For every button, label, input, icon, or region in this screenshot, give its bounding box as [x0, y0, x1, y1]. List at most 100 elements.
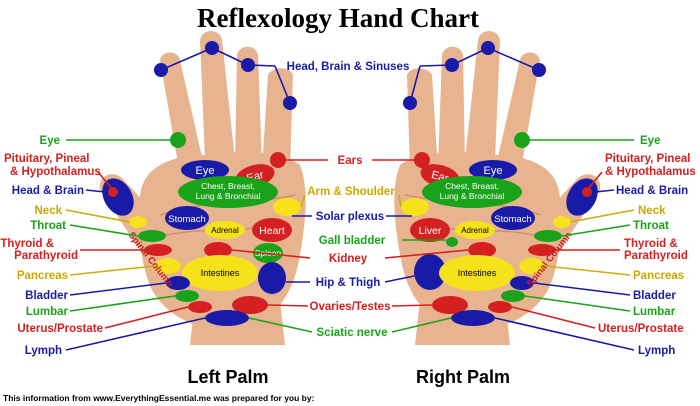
right-label-lumbar: Lumbar — [633, 306, 676, 318]
left-label-pituitary: Pituitary, Pineal — [4, 153, 89, 165]
left-uterus-zone — [188, 301, 212, 313]
right-chest-label-2: Lung & Bronchial — [440, 191, 505, 201]
left-label-lymph: Lymph — [25, 345, 62, 357]
label-sciatic-nerve: Sciatic nerve — [317, 327, 388, 339]
left-arm-shoulder-zone — [273, 198, 301, 216]
left-label-pancreas: Pancreas — [17, 270, 68, 282]
left-eye-zone-label: Eye — [196, 165, 215, 177]
right-stomach-zone — [491, 206, 535, 230]
left-sciatic-zone — [205, 310, 249, 326]
right-label-head-brain: Head & Brain — [616, 185, 688, 197]
right-adrenal-zone-label: Adrenal — [461, 226, 489, 235]
label-solar-plexus: Solar plexus — [316, 211, 384, 223]
right-label-parathyroid: Parathyroid — [624, 250, 688, 262]
left-chest-label-1: Chest, Breast, — [201, 181, 255, 191]
right-hip-zone — [414, 254, 446, 290]
left-label-hypothalamus: & Hypothalamus — [10, 166, 101, 178]
right-eye-zone-label: Eye — [484, 165, 503, 177]
left-thumb-pituitary — [108, 187, 118, 197]
left-adrenal-zone-label: Adrenal — [211, 226, 239, 235]
right-label-thyroid: Thyroid & — [624, 238, 678, 250]
left-adrenal-zone — [205, 221, 245, 239]
right-kidney-zone — [468, 242, 496, 258]
left-label-neck: Neck — [35, 205, 63, 217]
label-arm-shoulder: Arm & Shoulder — [307, 186, 395, 198]
left-label-thyroid: Thyroid & — [0, 238, 54, 250]
right-adrenal-zone — [455, 221, 495, 239]
right-eye-zone — [469, 160, 517, 180]
left-stomach-zone-label: Stomach — [168, 214, 206, 225]
leader-lines — [65, 47, 635, 351]
right-stomach-zone-label: Stomach — [494, 214, 532, 225]
left-neck-zone — [129, 216, 147, 228]
chart-title: Reflexology Hand Chart — [197, 3, 479, 33]
left-label-lumbar: Lumbar — [26, 306, 69, 318]
right-sciatic-zone — [451, 310, 495, 326]
right-label-hypothalamus: & Hypothalamus — [605, 166, 696, 178]
right-liver-zone-label: Liver — [419, 225, 442, 237]
right-eye-dot — [514, 132, 530, 148]
left-label-uterus-prostate: Uterus/Prostate — [17, 323, 103, 335]
right-label-bladder: Bladder — [633, 290, 676, 302]
right-gall-bladder-zone — [446, 237, 458, 247]
left-ovaries-zone — [232, 296, 268, 314]
right-label-uterus-prostate: Uterus/Prostate — [598, 323, 684, 335]
right-label-eye: Eye — [640, 135, 660, 147]
left-side-labels: Eye Pituitary, Pineal & Hypothalamus Hea… — [0, 135, 103, 357]
left-palm-caption: Left Palm — [187, 367, 268, 387]
footer-text: This information from www.EverythingEsse… — [3, 393, 315, 403]
label-gall-bladder: Gall bladder — [319, 235, 386, 247]
right-label-neck: Neck — [638, 205, 666, 217]
label-hip-thigh: Hip & Thigh — [316, 277, 381, 289]
right-liver-zone — [410, 218, 450, 242]
label-ears: Ears — [338, 155, 363, 167]
right-neck-zone — [553, 216, 571, 228]
right-chest-zone — [422, 176, 522, 208]
left-label-eye: Eye — [40, 135, 60, 147]
left-kidney-zone — [204, 242, 232, 258]
right-bladder-zone — [510, 276, 534, 290]
label-head-brain-sinuses: Head, Brain & Sinuses — [287, 61, 410, 73]
left-lumbar-zone — [175, 290, 199, 302]
right-thumb-pituitary — [582, 187, 592, 197]
left-stomach-zone — [165, 206, 209, 230]
left-label-head-brain: Head & Brain — [12, 185, 84, 197]
left-bladder-zone — [166, 276, 190, 290]
right-palm-caption: Right Palm — [416, 367, 510, 387]
right-label-throat: Throat — [633, 220, 669, 232]
left-hip-zone — [258, 262, 286, 294]
right-intestines-zone — [439, 255, 515, 291]
right-intestines-zone-label: Intestines — [458, 268, 497, 278]
left-heart-zone — [252, 218, 292, 242]
right-arm-shoulder-zone — [401, 198, 429, 216]
left-chest-label-2: Lung & Bronchial — [196, 191, 261, 201]
left-label-parathyroid: Parathyroid — [14, 250, 78, 262]
left-label-bladder: Bladder — [25, 290, 68, 302]
left-hand-zones: Eye Ear Chest, Breast, Lung & Bronchial … — [102, 41, 301, 326]
right-ovaries-zone — [432, 296, 468, 314]
left-heart-zone-label: Heart — [259, 225, 285, 237]
left-intestines-zone — [182, 255, 258, 291]
right-side-labels: Eye Pituitary, Pineal & Hypothalamus Hea… — [598, 135, 696, 357]
left-thyroid-zone — [144, 244, 172, 256]
right-thyroid-zone — [528, 244, 556, 256]
right-label-pancreas: Pancreas — [633, 270, 684, 282]
right-chest-label-1: Chest, Breast, — [445, 181, 499, 191]
left-intestines-zone-label: Intestines — [201, 268, 240, 278]
right-uterus-zone — [488, 301, 512, 313]
left-chest-zone — [178, 176, 278, 208]
right-lumbar-zone — [501, 290, 525, 302]
center-labels: Head, Brain & Sinuses Ears Arm & Shoulde… — [287, 61, 410, 339]
right-pancreas-zone — [519, 258, 545, 274]
left-eye-zone — [181, 160, 229, 180]
right-throat-zone — [534, 230, 562, 242]
label-ovaries-testes: Ovaries/Testes — [310, 301, 391, 313]
right-label-lymph: Lymph — [638, 345, 675, 357]
label-kidney: Kidney — [329, 253, 368, 265]
left-throat-zone — [138, 230, 166, 242]
left-pancreas-zone — [155, 258, 181, 274]
left-eye-dot — [170, 132, 186, 148]
right-label-pituitary: Pituitary, Pineal — [605, 153, 690, 165]
left-label-throat: Throat — [30, 220, 66, 232]
